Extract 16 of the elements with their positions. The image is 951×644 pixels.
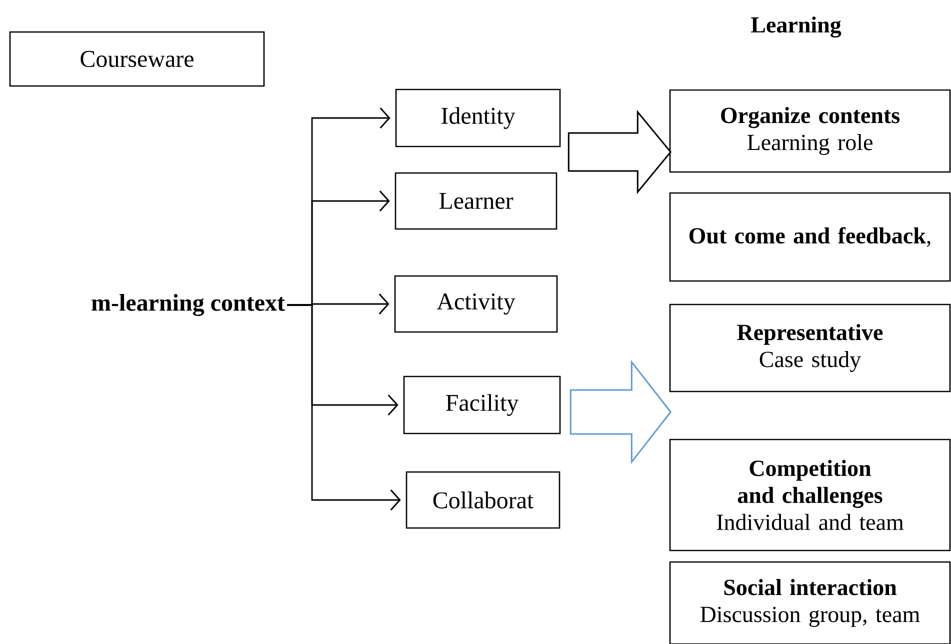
text-box: Representative Case study	[669, 304, 951, 392]
text-box: Facility	[403, 376, 561, 434]
text-box: Learner	[394, 172, 558, 230]
text-box: Organize contents Learning role	[669, 89, 951, 173]
text-box: Out come and feedback,	[669, 192, 951, 282]
text-box: Social interaction Discussion group, team	[669, 561, 951, 644]
text-box: Identity	[395, 88, 561, 148]
text-box: Collaborat	[406, 471, 560, 529]
text-box: Courseware	[9, 31, 265, 87]
node-label: m-learning context	[92, 294, 285, 316]
arrow	[287, 304, 401, 510]
block-arrow	[568, 110, 672, 194]
text-box: Activity	[394, 275, 558, 333]
block-arrow	[570, 360, 672, 464]
column-heading: Learning	[751, 16, 842, 38]
text-box: Competition and challenges Individual and team	[669, 438, 951, 552]
